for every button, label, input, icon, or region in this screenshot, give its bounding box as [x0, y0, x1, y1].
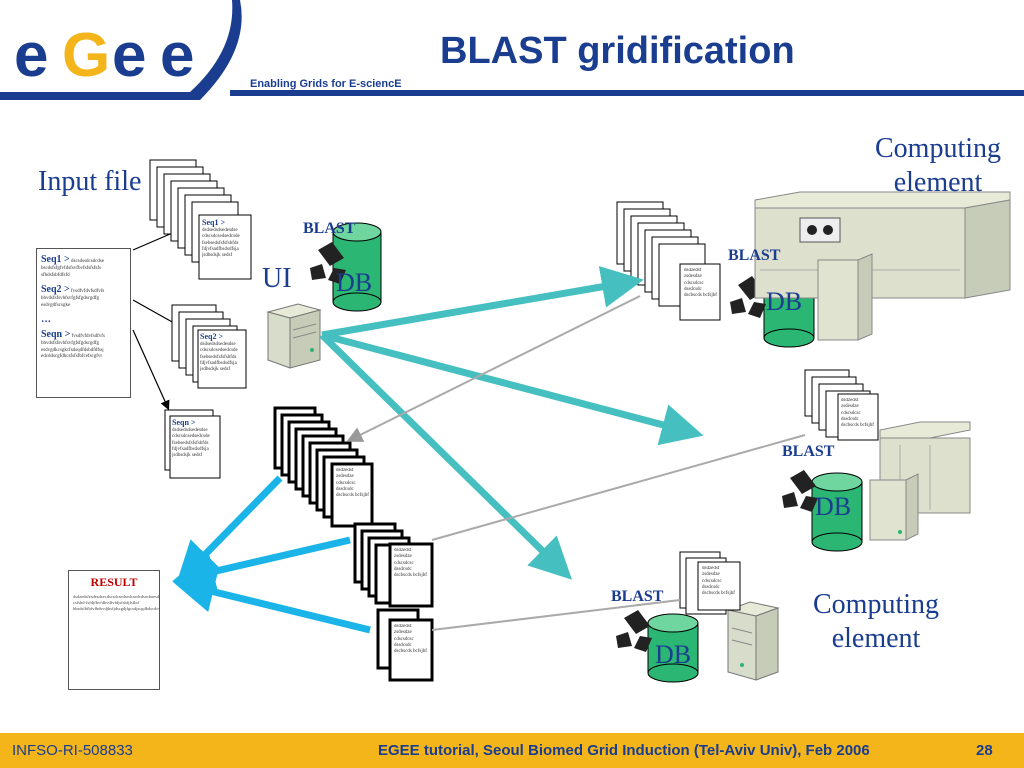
svg-text:e: e — [160, 21, 194, 90]
seq1-label: Seq1 > — [41, 254, 70, 265]
svg-text:e: e — [112, 21, 146, 90]
computing-element-2 — [869, 421, 971, 541]
result-box: RESULT dsdzedsfzsdesdzecdscsdcsedsedcsed… — [68, 570, 160, 690]
ce2-doc-text: dsdzedsf zsdesdze cdscsdcsc dssdcsdc dsc… — [841, 398, 874, 428]
split-doc-seqn-label: Seqn > — [172, 418, 196, 427]
blast-diagram — [132, 159, 1011, 683]
footer-event: EGEE tutorial, Seoul Biomed Grid Inducti… — [378, 742, 870, 759]
input-file-box: Seq1 > dscsdssdcsdcdse bscdsfsfgfvfdsfsv… — [36, 248, 131, 398]
blast-label-ce3: BLAST — [611, 588, 664, 605]
input-file-label: Input file — [38, 166, 142, 197]
output-stack-2 — [353, 522, 434, 608]
page-number: 28 — [976, 742, 993, 759]
slide-footer — [0, 733, 1024, 768]
footer-project-id: INFSO-RI-508833 — [12, 742, 133, 759]
output-stack-3 — [376, 608, 434, 682]
result-text: dsdzedsfzsdesdzecdscsdcsedsedcsedcdsacba… — [73, 594, 160, 612]
split-doc-seqn: Seqn > dsdsedsdsedesdse cdscsdcsedsedcsd… — [172, 418, 219, 476]
db-label-ui: DB — [336, 268, 373, 297]
output-doc-3-text: dsdzedsf zsdesdze cdscsdcsc dssdcsdc dsc… — [394, 624, 427, 654]
output-doc-2-text: dsdzedsf zsdesdze cdscsdcsc dssdcsdc dsc… — [394, 548, 427, 578]
db-cylinder-ui — [332, 222, 382, 312]
split-doc-seq1: Seq1 > dsdsedsdsedesdse cdscsdcsedsedcsd… — [202, 218, 250, 276]
blast-icon — [782, 470, 818, 512]
blast-label-ce1: BLAST — [728, 247, 781, 264]
split-doc-seq1-text: dsdsedsdsedesdse cdscsdcsedsedcsde fsebs… — [202, 228, 240, 258]
blast-label-ce2: BLAST — [782, 443, 835, 460]
svg-text:e: e — [14, 21, 48, 90]
seq1-text: dscsdssdcsdcdse bscdsfsfgfvfdsfsvfbvfsfs… — [41, 259, 105, 278]
db-label-ce3: DB — [655, 640, 692, 669]
ce3-doc-text: dsdzedsf zsdesdze cdscsdcsc dssdcsdc dsc… — [702, 566, 735, 596]
ui-label: UI — [262, 263, 292, 294]
ellipsis: … — [41, 314, 51, 325]
computing-element-label-top: Computing element — [874, 133, 1001, 198]
seqn-text: fvsdfvfdvfsdfvfs bhvdsfsfsvhfsvfgfsfgdsc… — [41, 334, 105, 359]
return-lines — [346, 295, 806, 631]
slide-title: BLAST gridification — [440, 30, 795, 72]
output-doc-1-text: dsdzedsf zsdesdze cdscsdcsc dssdcsdc dsc… — [336, 468, 369, 498]
slide-header: e G e e Enabling Grids for E-sciencE BLA… — [0, 0, 1024, 100]
header-rule — [230, 90, 1024, 96]
split-doc-seq2-text: dsdsedsdsedesdse cdscsdcsedsedcsde fsebs… — [200, 342, 238, 372]
computing-element-label-bottom: Computing element — [812, 589, 939, 654]
merge-arrows — [172, 475, 371, 634]
svg-text:G: G — [62, 21, 110, 90]
output-stack-1 — [273, 406, 374, 528]
submit-arrows — [319, 266, 704, 580]
computing-element-1 — [754, 191, 1011, 341]
split-doc-seqn-text: dsdsedsdsedesdse cdscsdcsedsedcsde fsebs… — [172, 428, 210, 458]
split-doc-seq2: Seq2 > dsdsedsdsedesdse cdscsdcsedsedcsd… — [200, 332, 245, 386]
db-cylinder-ce3 — [647, 613, 699, 683]
db-cylinder-ce2 — [811, 472, 863, 552]
split-doc-seq1-label: Seq1 > — [202, 218, 226, 227]
result-title: RESULT — [90, 575, 138, 589]
split-doc-seq2-label: Seq2 > — [200, 332, 224, 341]
egee-logo: e G e e — [0, 0, 242, 100]
db-cylinder-ce1 — [763, 258, 815, 348]
blast-label-ui: BLAST — [303, 220, 356, 237]
blast-icon — [616, 610, 652, 652]
db-label-ce1: DB — [766, 287, 803, 316]
doc-stack-seq2 — [171, 304, 247, 389]
seq2-text: fvsdfvfdvfsdfvfs bhvdsfsfsvhfsvfgfsfgdsc… — [41, 289, 105, 308]
seq2-label: Seq2 > — [41, 284, 70, 295]
db-label-ce2: DB — [815, 492, 852, 521]
ui-computer — [266, 303, 322, 369]
doc-stack-seq1 — [149, 159, 252, 280]
ce3-doc-stack — [679, 551, 741, 615]
blast-icon — [310, 242, 346, 284]
ce1-doc-text: dsdzedsf zsdesdze cdscsdcsc dssdcsdc dsc… — [684, 268, 717, 298]
computing-element-3 — [726, 601, 780, 681]
tagline: Enabling Grids for E-sciencE — [250, 78, 402, 90]
doc-stack-seqn — [164, 409, 221, 479]
ce2-doc-stack — [804, 369, 879, 441]
seqn-label: Seqn > — [41, 329, 71, 340]
